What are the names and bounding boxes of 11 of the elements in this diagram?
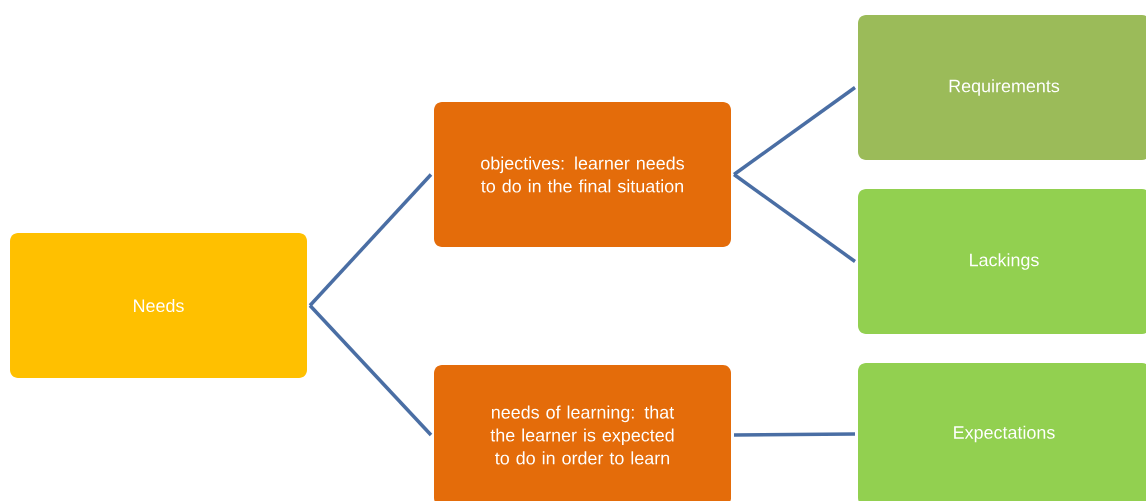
process-box: Needs [10, 233, 307, 378]
connector-line [734, 432, 855, 437]
process-box: Lackings [858, 189, 1146, 334]
connector-line [308, 173, 433, 307]
process-box: needs of learning: that the learner is expected to do in order to learn [434, 365, 731, 501]
process-box: Expectations [858, 363, 1146, 501]
process-box: Requirements [858, 15, 1146, 160]
connector-line [308, 304, 433, 437]
process-box: objectives: learner needs to do in the final situation [434, 102, 731, 247]
connector-line [732, 86, 857, 176]
connector-line [732, 173, 857, 263]
